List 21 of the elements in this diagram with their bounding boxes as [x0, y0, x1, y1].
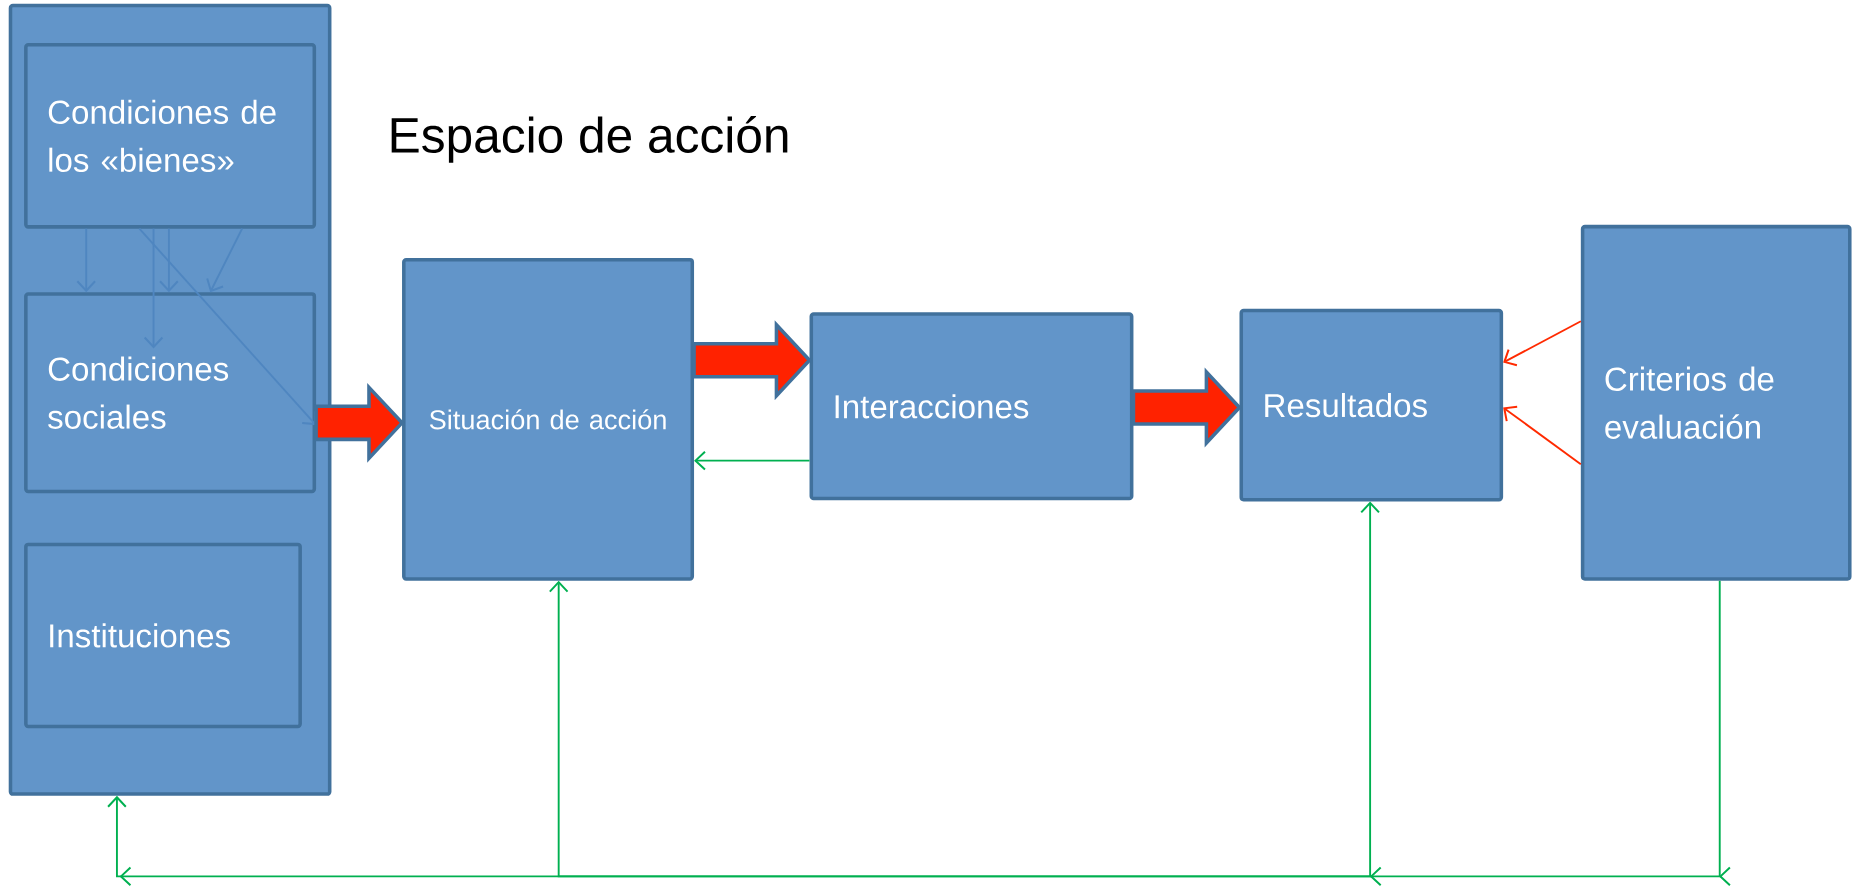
process-box: Condiciones de los «bienes» [24, 42, 317, 229]
arrow [143, 227, 164, 349]
arrow [206, 227, 244, 293]
block-arrow [692, 320, 812, 400]
arrow [76, 227, 97, 293]
arrow [1503, 320, 1582, 367]
block-arrow [1131, 367, 1242, 448]
arrow [138, 227, 317, 425]
arrow [548, 501, 1382, 887]
process-box: Interacciones [809, 312, 1134, 501]
process-box: Situación de acción [402, 257, 695, 581]
process-box: Criterios de evaluación [1580, 224, 1852, 581]
process-box: Instituciones [24, 542, 302, 729]
arrow [107, 579, 1731, 887]
block-arrow [314, 382, 405, 463]
process-box: Condiciones sociales [24, 292, 317, 493]
arrow [694, 450, 811, 471]
arrow [159, 227, 179, 293]
arrow [1503, 405, 1582, 465]
process-box: Resultados [1239, 308, 1504, 502]
heading: Espacio de acción [391, 115, 788, 163]
